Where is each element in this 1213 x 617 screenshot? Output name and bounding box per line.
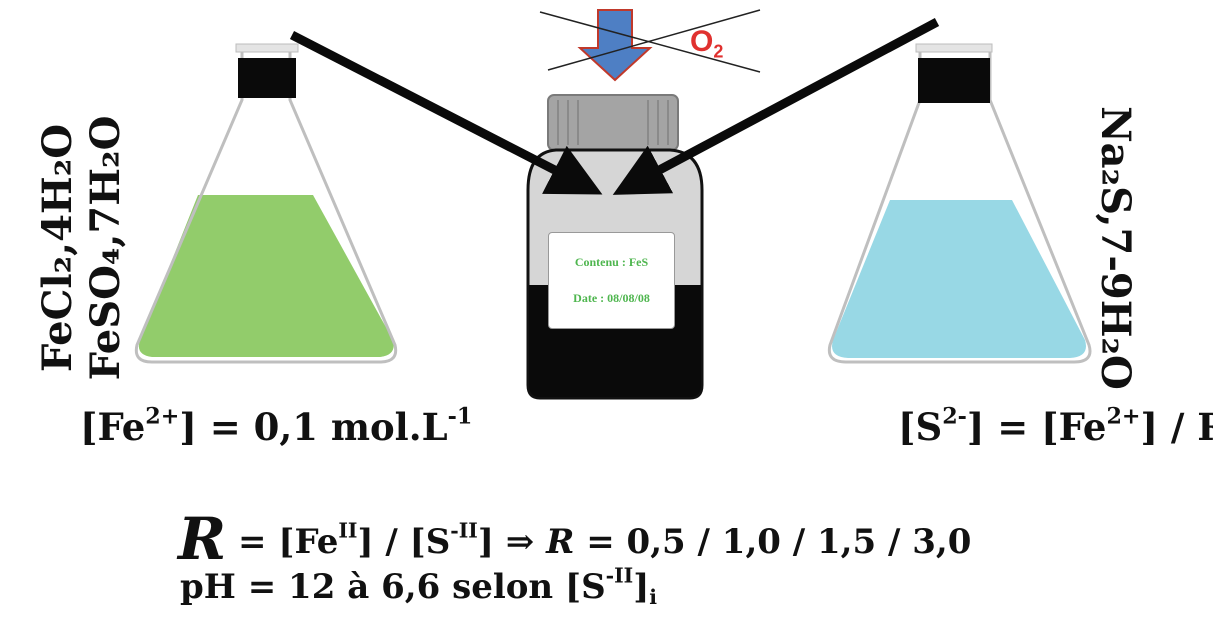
implies-symbol: ⇒: [505, 522, 535, 562]
right-pour-arrow: [612, 18, 940, 195]
left-flask-solution: [138, 195, 394, 357]
bottle-label-contents: Contenu : FeS: [574, 255, 649, 269]
oxygen-arrow: [577, 9, 653, 82]
bottle-label: Contenu : FeS Date : 08/08/08: [548, 232, 675, 329]
ph-range-text: pH = 12 à 6,6 selon [S-II]i: [180, 563, 658, 610]
ratio-equation: R = [FeII] / [S-II] ⇒ R = 0,5 / 1,0 / 1,…: [178, 505, 972, 573]
right-flask-outline: [827, 45, 1092, 364]
oxygen-label: O2: [690, 25, 724, 62]
left-flask-stopper: [238, 58, 296, 98]
formula-feso4: FeSO₄,7H₂O: [82, 115, 129, 381]
left-pour-arrow: [289, 30, 603, 195]
crossed-down-arrow-icon: [539, 9, 761, 82]
right-flask-solution: [832, 200, 1086, 358]
bottle-label-date: Date : 08/08/08: [573, 291, 650, 305]
left-flask-outline: [134, 45, 398, 364]
fe-concentration-label: [Fe2+] = 0,1 mol.L-1: [80, 403, 473, 449]
right-flask-stopper: [918, 58, 990, 103]
cross-line-2: [547, 9, 761, 71]
right-flask-formula: Na₂S,7-9H₂O: [1092, 106, 1139, 390]
cross-line-1: [539, 11, 761, 73]
formula-fecl2: FeCl₂,4H₂O: [34, 123, 81, 373]
right-flask-icon: [827, 43, 1092, 364]
left-flask-formula: FeCl₂,4H₂O FeSO₄,7H₂O: [34, 116, 130, 381]
s-concentration-label: [S2-] = [Fe2+] / R: [898, 403, 1213, 449]
left-flask-icon: [134, 43, 398, 364]
